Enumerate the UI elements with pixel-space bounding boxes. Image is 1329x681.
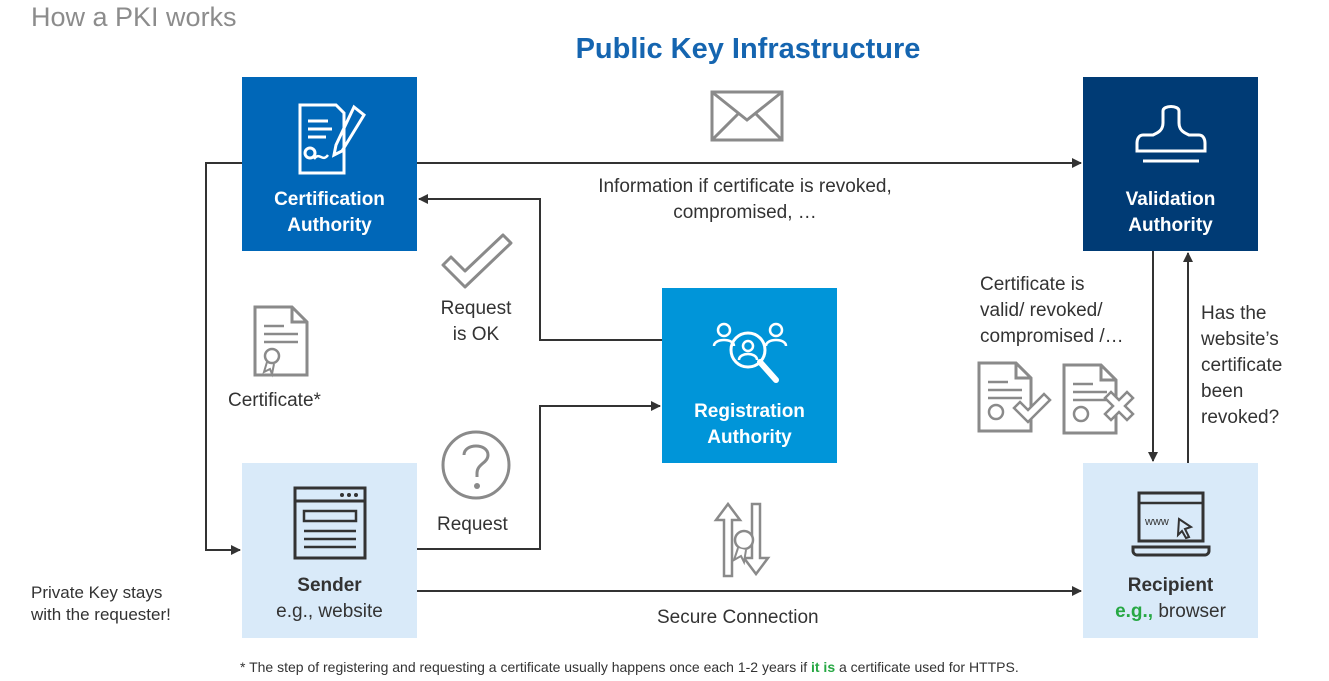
- certificate-signing-icon: [298, 103, 366, 175]
- envelope-icon: [710, 90, 784, 142]
- ca-label-line1: Certification: [274, 189, 385, 210]
- exchange-arrows-certificate-icon: [713, 501, 771, 578]
- question-mark-icon: [441, 430, 511, 500]
- va-label-line1: Validation: [1125, 189, 1216, 210]
- cert-status-line2: valid/ revoked/: [980, 300, 1103, 321]
- revocation-question-label: Has the website’s certificate been revok…: [1201, 301, 1282, 431]
- checkmark-icon: [441, 233, 513, 289]
- ra-label-line2: Authority: [707, 427, 792, 448]
- secure-connection-label: Secure Connection: [657, 607, 819, 628]
- page-heading: How a PKI works: [31, 2, 237, 32]
- certificate-status-label: Certificate is valid/ revoked/ compromis…: [980, 272, 1124, 350]
- valid-certificate-icon: [977, 361, 1052, 433]
- request-ok-line2: is OK: [452, 324, 500, 345]
- request-ok-label: Request is OK: [426, 296, 526, 348]
- sender-box: Sender e.g., website: [242, 463, 417, 638]
- validation-authority-box: Validation Authority: [1083, 77, 1258, 251]
- certificate-label: Certificate*: [228, 390, 321, 411]
- sender-label-line2: e.g., website: [276, 601, 383, 622]
- recipient-example-suffix: browser: [1153, 601, 1226, 622]
- private-key-line1: Private Key stays: [31, 583, 163, 602]
- ra-to-ca-arrow: [418, 194, 662, 341]
- people-search-icon: [712, 322, 787, 383]
- cert-status-line1: Certificate is: [980, 274, 1085, 295]
- laptop-www-icon: www: [1131, 491, 1210, 557]
- registration-authority-box: Registration Authority: [662, 288, 837, 463]
- browser-window-icon: [293, 486, 366, 560]
- ca-to-sender-arrow: [205, 162, 242, 555]
- request-ok-line1: Request: [440, 298, 512, 319]
- ra-label-line1: Registration: [694, 401, 805, 422]
- footnote: * The step of registering and requesting…: [240, 659, 1019, 675]
- recipient-box: www Recipient e.g., browser: [1083, 463, 1258, 638]
- diagram-title: Public Key Infrastructure: [575, 33, 921, 65]
- certificate-document-icon: [253, 305, 309, 378]
- svg-text:www: www: [1144, 516, 1169, 528]
- question-line5: revoked?: [1201, 407, 1280, 428]
- request-label: Request: [437, 514, 508, 535]
- va-label-line2: Authority: [1128, 215, 1213, 236]
- sender-to-ra-arrow: [417, 401, 661, 550]
- question-line2: website’s: [1201, 329, 1279, 350]
- revoked-info-label: Information if certificate is revoked, c…: [545, 174, 945, 226]
- footnote-text-before: * The step of registering and requesting…: [240, 659, 811, 675]
- revoked-info-line2: compromised, …: [673, 202, 817, 223]
- private-key-line2: with the requester!: [31, 605, 171, 624]
- revoked-info-line1: Information if certificate is revoked,: [598, 176, 892, 197]
- recipient-example-prefix: e.g.,: [1115, 601, 1154, 622]
- stamp-icon: [1135, 105, 1206, 163]
- ca-label-line2: Authority: [287, 215, 372, 236]
- cert-status-line3: compromised /…: [980, 326, 1124, 347]
- private-key-note: Private Key stays with the requester!: [31, 582, 171, 626]
- question-line4: been: [1201, 381, 1244, 402]
- footnote-text-after: a certificate used for HTTPS.: [835, 659, 1019, 675]
- question-line1: Has the: [1201, 303, 1267, 324]
- question-line3: certificate: [1201, 355, 1283, 376]
- sender-label-line1: Sender: [297, 575, 362, 596]
- revoked-certificate-icon: [1062, 363, 1135, 435]
- certification-authority-box: Certification Authority: [242, 77, 417, 251]
- footnote-highlight: it is: [810, 659, 836, 675]
- recipient-label-line1: Recipient: [1127, 575, 1214, 596]
